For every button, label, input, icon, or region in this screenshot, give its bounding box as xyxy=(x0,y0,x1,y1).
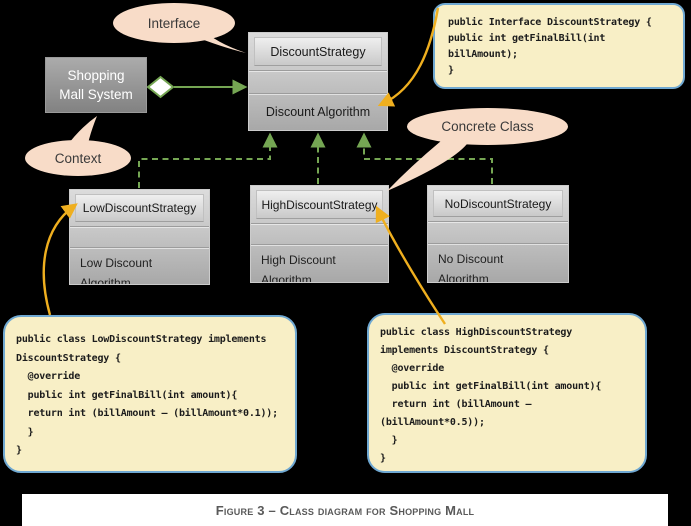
callout-interface-label: Interface xyxy=(147,15,201,31)
class-title: HighDiscountStrategy xyxy=(256,190,383,219)
class-fields-compartment xyxy=(249,70,387,93)
class-operation: Discount Algorithm xyxy=(265,105,371,119)
class-fields-compartment xyxy=(70,226,209,247)
class-operation: High Discount Algorithm xyxy=(261,253,336,282)
class-title: NoDiscountStrategy xyxy=(433,190,563,217)
class-operation: Low Discount Algorithm xyxy=(80,256,153,284)
class-operations-compartment: Discount Algorithm xyxy=(249,93,387,130)
class-title: LowDiscountStrategy xyxy=(75,194,204,222)
annotation-arrow-interface-code xyxy=(377,7,440,107)
class-box-lowdiscountstrategy: LowDiscountStrategy Low Discount Algorit… xyxy=(69,189,210,285)
code-snippet-highdiscountstrategy: public class HighDiscountStrategy implem… xyxy=(367,313,647,473)
shopping-mall-system-box: Shopping Mall System xyxy=(45,57,147,113)
class-title: DiscountStrategy xyxy=(254,37,382,66)
class-box-highdiscountstrategy: HighDiscountStrategy High Discount Algor… xyxy=(250,185,389,283)
class-fields-compartment xyxy=(251,223,388,244)
class-operations-compartment: Low Discount Algorithm xyxy=(70,247,209,284)
class-box-nodiscountstrategy: NoDiscountStrategy No Discount Algorithm xyxy=(427,185,569,283)
callout-concrete-class: Concrete Class xyxy=(407,108,568,145)
code-snippet-interface: public Interface DiscountStrategy { publ… xyxy=(433,3,685,89)
class-fields-compartment xyxy=(428,221,568,243)
callout-concrete-class-label: Concrete Class xyxy=(441,119,534,134)
shopping-mall-system-label: Shopping Mall System xyxy=(59,68,133,102)
realization-arrow-low xyxy=(138,132,278,188)
figure-caption-strip: Figure 3 – Class diagram for Shopping Ma… xyxy=(22,494,668,526)
class-operations-compartment: High Discount Algorithm xyxy=(251,244,388,282)
callout-context: Context xyxy=(25,140,131,176)
callout-context-label: Context xyxy=(54,150,102,166)
class-operation: No Discount Algorithm xyxy=(438,252,504,282)
code-snippet-lowdiscountstrategy: public class LowDiscountStrategy impleme… xyxy=(3,315,297,473)
class-operations-compartment: No Discount Algorithm xyxy=(428,243,568,282)
aggregation-diamond xyxy=(146,75,175,99)
callout-concrete-class-tail xyxy=(387,141,467,191)
figure-caption: Figure 3 – Class diagram for Shopping Ma… xyxy=(215,502,475,518)
callout-interface: Interface xyxy=(113,3,235,43)
class-box-discountstrategy: DiscountStrategy Discount Algorithm xyxy=(248,32,388,131)
